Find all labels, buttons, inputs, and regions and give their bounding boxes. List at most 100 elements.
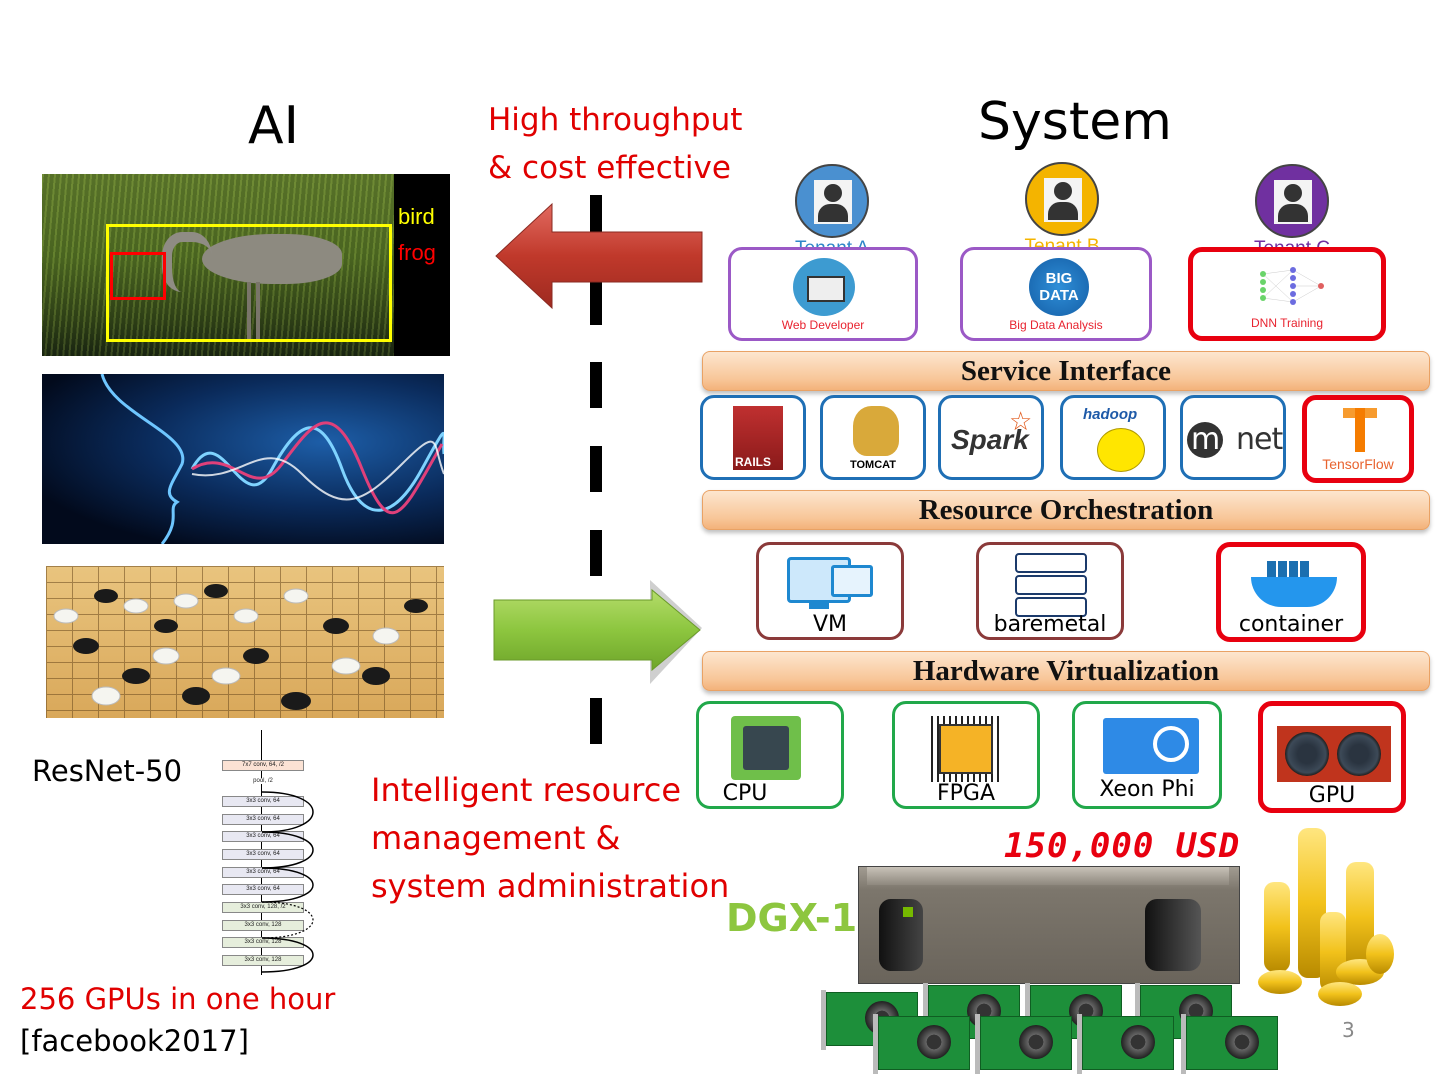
resnet-layer: pool, /2: [222, 778, 304, 784]
deployment-label: container: [1238, 612, 1344, 637]
bird-bounding-box: [106, 224, 392, 342]
divider-dash: [590, 530, 602, 576]
citation: [facebook2017]: [20, 1024, 249, 1058]
go-board-image: [46, 566, 444, 718]
deployment-label: VM: [812, 612, 848, 637]
framework-tensorflow[interactable]: TensorFlow: [1302, 395, 1414, 483]
deployment-label: baremetal: [993, 612, 1107, 637]
user-avatar-icon: [1025, 162, 1099, 236]
rails-logo-icon: [733, 406, 783, 470]
resnet-label: ResNet-50: [32, 754, 183, 788]
center-top-text: High throughput & cost effective: [488, 96, 742, 192]
page-number: 3: [1342, 1018, 1355, 1042]
go-stones: [53, 584, 428, 710]
spark-star-icon: ☆: [1009, 406, 1033, 436]
mxnet-mx-text: mx: [1191, 422, 1237, 457]
framework-rails[interactable]: RAILS: [700, 395, 806, 480]
hardware-gpu[interactable]: GPU: [1258, 701, 1406, 813]
dgx-server-image: [858, 866, 1240, 984]
framework-spark[interactable]: ☆ Spark: [938, 395, 1044, 480]
resource-orchestration-bar: Resource Orchestration: [702, 490, 1430, 530]
framework-label: mxnet: [1191, 422, 1283, 457]
framework-hadoop[interactable]: hadoop: [1060, 395, 1166, 480]
neural-network-icon: [1260, 267, 1324, 305]
framework-mxnet[interactable]: mxnet: [1180, 395, 1286, 480]
resnet-layer: 3x3 conv, 64: [222, 814, 304, 825]
right-arrow-icon: [493, 580, 702, 684]
tensorflow-logo-icon: [1343, 408, 1377, 452]
resnet-layer: 3x3 conv, 64: [222, 884, 304, 895]
framework-label: TOMCAT: [849, 459, 897, 471]
fpga-chip-icon: [931, 716, 1001, 782]
management-line: management &: [371, 819, 621, 857]
nvidia-logo-icon: [903, 907, 913, 917]
resnet-layer: 7x7 conv, 64, /2: [222, 760, 304, 771]
accelerator-card-icon: [1103, 718, 1199, 774]
server-rack-icon: [1015, 553, 1087, 617]
user-avatar-icon: [1255, 164, 1329, 238]
hardware-label: Xeon Phi: [1099, 777, 1195, 802]
workload-web-developer[interactable]: Web Developer: [728, 247, 918, 341]
frog-bounding-box: [110, 252, 166, 300]
label-bird: bird: [398, 204, 435, 229]
sound-wave-graphic: [100, 374, 444, 544]
mxnet-net-text: net: [1235, 422, 1283, 457]
docker-whale-icon: [1251, 577, 1337, 607]
dgx-label: DGX-1: [726, 896, 858, 940]
deployment-container[interactable]: container: [1216, 542, 1366, 642]
web-developer-icon: [793, 258, 855, 316]
framework-label: RAILS: [735, 455, 771, 469]
cost-line: & cost effective: [488, 150, 731, 186]
user-avatar-icon: [795, 164, 869, 238]
resnet-layer: 3x3 conv, 128: [222, 955, 304, 966]
center-bottom-text: Intelligent resource management & system…: [371, 766, 729, 910]
tenant-c: Tenant C: [1244, 164, 1340, 260]
hardware-label: GPU: [1308, 783, 1356, 808]
cpu-chip-icon: [731, 716, 801, 780]
resnet-skip-connections: [261, 791, 314, 973]
hardware-fpga[interactable]: FPGA: [892, 701, 1040, 809]
intelligent-line: Intelligent resource: [371, 771, 682, 809]
workload-label: DNN Training: [1250, 316, 1324, 330]
framework-label: TensorFlow: [1322, 456, 1394, 472]
object-detection-image: bird frog: [42, 174, 450, 356]
resnet-layer: 3x3 conv, 64: [222, 849, 304, 860]
gpu-card-icon: [1277, 726, 1391, 782]
hardware-label: CPU: [722, 781, 768, 806]
divider-dash: [590, 698, 602, 744]
framework-tomcat[interactable]: TOMCAT: [820, 395, 926, 480]
nvidia-handle: [879, 899, 923, 971]
left-arrow-icon: [495, 202, 703, 310]
hardware-virtualization-bar: Hardware Virtualization: [702, 651, 1430, 691]
hardware-label: FPGA: [936, 781, 996, 806]
divider-dash: [590, 446, 602, 492]
system-title: System: [978, 92, 1172, 152]
deployment-baremetal[interactable]: baremetal: [976, 542, 1124, 640]
divider-dash: [590, 362, 602, 408]
hardware-xeon-phi[interactable]: Xeon Phi: [1072, 701, 1222, 809]
speech-image: [42, 374, 444, 544]
framework-label: hadoop: [1083, 406, 1138, 423]
hadoop-elephant-icon: [1097, 428, 1145, 472]
ai-title: AI: [248, 96, 299, 156]
hardware-cpu[interactable]: CPU: [696, 701, 844, 809]
label-frog: frog: [398, 240, 436, 265]
sysadmin-line: system administration: [371, 867, 730, 905]
workload-dnn-training[interactable]: DNN Training: [1188, 247, 1386, 341]
tenant-b: Tenant B: [1014, 162, 1110, 258]
tenant-a: Tenant A: [784, 164, 880, 260]
throughput-line: High throughput: [488, 102, 743, 138]
tomcat-logo-icon: [853, 406, 899, 456]
service-interface-bar: Service Interface: [702, 351, 1430, 391]
deployment-vm[interactable]: VM: [756, 542, 904, 640]
price-label: 150,000 USD: [1004, 826, 1241, 866]
gpu-claim: 256 GPUs in one hour: [20, 982, 336, 1016]
resnet-layer: 3x3 conv, 64: [222, 796, 304, 807]
gold-coins-icon: [1258, 828, 1394, 1006]
framework-label: Spark: [951, 424, 1029, 455]
heron-shape: [202, 234, 342, 284]
workload-label: Big Data Analysis: [1009, 318, 1103, 332]
resnet-layer: 3x3 conv, 128: [222, 920, 304, 931]
